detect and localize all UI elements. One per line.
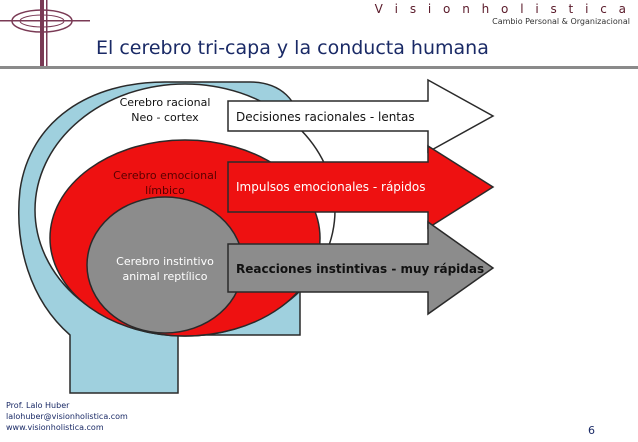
footer-email: lalohuber@visionholistica.com bbox=[6, 412, 128, 421]
brain-label-instintivo-line1: Cerebro instintivo bbox=[116, 255, 214, 268]
brand-subtitle: Cambio Personal & Organizacional bbox=[492, 17, 630, 26]
slide-title: El cerebro tri-capa y la conducta humana bbox=[96, 37, 489, 59]
page-number: 6 bbox=[588, 424, 595, 437]
arrow-instintivo bbox=[227, 220, 495, 316]
brand-name: V i s i o n h o l i s t i c a bbox=[374, 2, 630, 16]
arrow-label-emocional: Impulsos emocionales - rápidos bbox=[236, 180, 425, 194]
brand-block: V i s i o n h o l i s t i c a Cambio Per… bbox=[375, 2, 630, 26]
visionholistica-logo bbox=[0, 0, 90, 68]
brain-label-emocional-line1: Cerebro emocional bbox=[113, 169, 217, 182]
footer-author: Prof. Lalo Huber bbox=[6, 401, 70, 410]
brain-label-emocional-line2: límbico bbox=[145, 184, 185, 197]
arrow-label-racional: Decisiones racionales - lentas bbox=[236, 110, 415, 124]
brain-label-instintivo-line2: animal reptílico bbox=[122, 270, 207, 283]
title-underline bbox=[0, 66, 638, 69]
arrow-emocional bbox=[227, 144, 495, 230]
footer-credits: Prof. Lalo Huber lalohuber@visionholisti… bbox=[6, 400, 128, 433]
brain-label-racional-line2: Neo - cortex bbox=[131, 111, 199, 124]
footer-website: www.visionholistica.com bbox=[6, 423, 104, 432]
arrow-racional bbox=[227, 78, 495, 154]
brain-label-racional-line1: Cerebro racional bbox=[120, 96, 211, 109]
arrow-label-instintivo: Reacciones instintivas - muy rápidas bbox=[236, 262, 484, 276]
